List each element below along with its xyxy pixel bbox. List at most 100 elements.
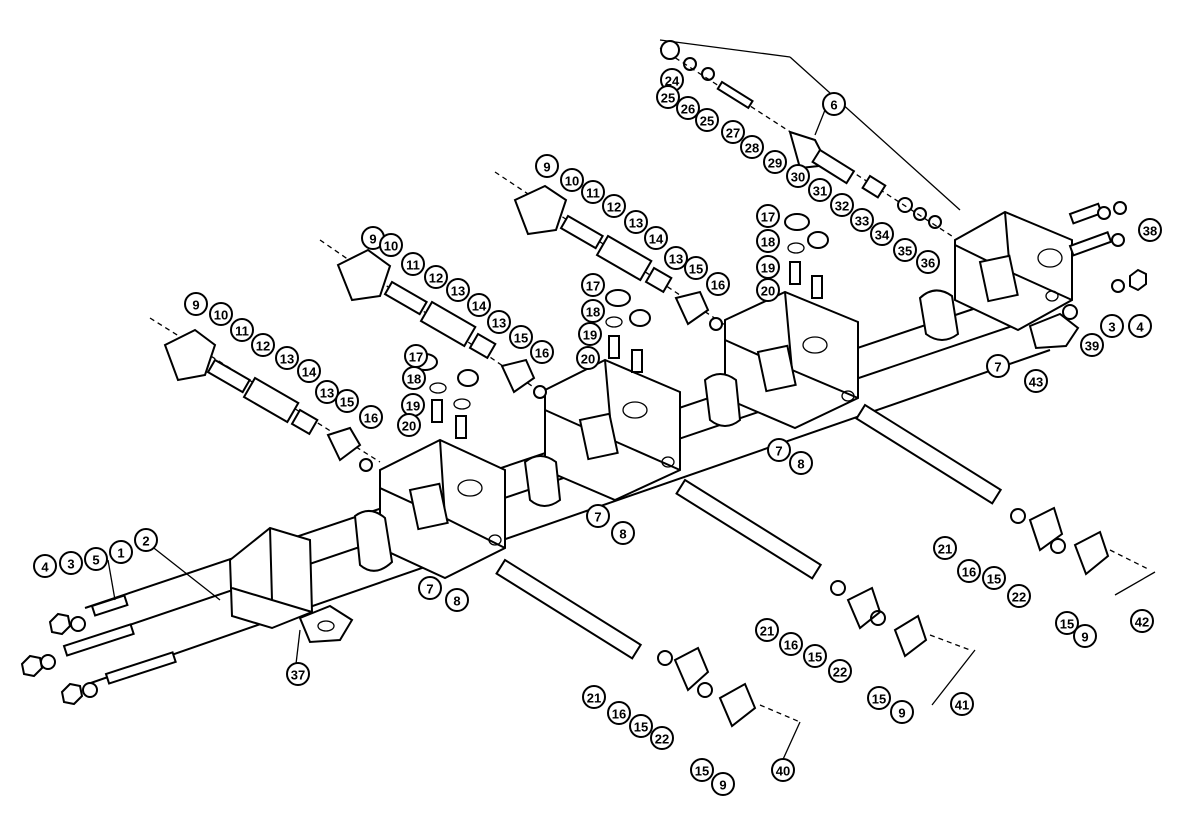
callout-c9s1: 9 <box>184 292 208 316</box>
callout-c30: 30 <box>786 164 810 188</box>
callout-c14s2: 14 <box>467 293 491 317</box>
callout-circle <box>822 92 846 116</box>
callout-c17s4: 17 <box>756 204 780 228</box>
end-cap-left <box>228 526 354 644</box>
callout-label: 9 <box>1081 630 1088 645</box>
callout-label: 13 <box>451 284 465 299</box>
callout-label: 15 <box>1060 617 1074 632</box>
callout-circle <box>602 194 626 218</box>
callout-circle <box>315 380 339 404</box>
callout-c14s1: 14 <box>297 359 321 383</box>
callout-circle <box>251 333 275 357</box>
callout-circle <box>611 521 635 545</box>
callout-c5l: 5 <box>84 547 108 571</box>
right-fittings <box>1062 201 1147 320</box>
callout-circle <box>581 180 605 204</box>
callout-circle <box>1100 314 1124 338</box>
callout-label: 12 <box>607 200 621 215</box>
callout-label: 15 <box>689 262 703 277</box>
callout-circle <box>644 226 668 250</box>
callout-circle <box>740 135 764 159</box>
callout-label: 9 <box>898 706 905 721</box>
callout-label: 1 <box>117 546 124 561</box>
callout-label: 13 <box>629 216 643 231</box>
callout-c4r: 4 <box>1128 314 1152 338</box>
callout-c10s1: 10 <box>209 302 233 326</box>
callout-c22l: 22 <box>650 726 674 750</box>
callout-label: 19 <box>406 399 420 414</box>
callout-label: 25 <box>661 91 675 106</box>
callout-label: 40 <box>776 764 790 779</box>
lower-spool-left <box>495 558 801 728</box>
callout-c3l: 3 <box>59 551 83 575</box>
callout-label: 39 <box>1085 339 1099 354</box>
callout-circle <box>624 210 648 234</box>
callout-c15s1: 15 <box>335 389 359 413</box>
callout-label: 13 <box>320 386 334 401</box>
callout-circle <box>1024 369 1048 393</box>
callout-c25a: 25 <box>656 85 680 109</box>
callout-label: 8 <box>619 527 626 542</box>
callout-c20s1: 20 <box>397 413 421 437</box>
callout-label: 35 <box>898 244 912 259</box>
callout-circle <box>664 246 688 270</box>
callout-circle <box>33 554 57 578</box>
callout-circle <box>950 692 974 716</box>
callout-circle <box>721 120 745 144</box>
callout-c41: 41 <box>950 692 974 716</box>
callout-label: 31 <box>813 184 827 199</box>
callout-circle <box>286 662 310 686</box>
callout-circle <box>676 96 700 120</box>
callout-circle <box>690 758 714 782</box>
callout-label: 15 <box>340 395 354 410</box>
callout-circle <box>209 302 233 326</box>
callout-circle <box>467 293 491 317</box>
callout-c43: 43 <box>1024 369 1048 393</box>
callout-circle <box>424 265 448 289</box>
callout-label: 9 <box>543 160 550 175</box>
callout-c21c: 21 <box>755 618 779 642</box>
callout-circle <box>706 272 730 296</box>
callout-label: 8 <box>797 457 804 472</box>
callout-circle <box>867 686 891 710</box>
callout-label: 16 <box>784 638 798 653</box>
callout-circle <box>109 540 133 564</box>
callout-circle <box>890 700 914 724</box>
callout-circle <box>850 208 874 232</box>
callout-circle <box>1007 584 1031 608</box>
callout-c19s1: 19 <box>401 393 425 417</box>
callout-c27: 27 <box>721 120 745 144</box>
callout-c22r: 22 <box>1007 584 1031 608</box>
callout-label: 6 <box>830 98 837 113</box>
callout-c16s3: 16 <box>706 272 730 296</box>
callout-label: 14 <box>302 365 317 380</box>
callout-circle <box>359 405 383 429</box>
callout-label: 25 <box>700 114 714 129</box>
callout-c10s2: 10 <box>379 233 403 257</box>
callout-label: 17 <box>586 279 600 294</box>
callout-circle <box>957 559 981 583</box>
callout-label: 7 <box>994 360 1001 375</box>
lower-spool-right <box>855 403 1151 576</box>
check-valve-right <box>784 213 829 299</box>
spool-assembly-1 <box>149 317 381 472</box>
callout-c22c: 22 <box>828 659 852 683</box>
callout-c7r: 7 <box>986 354 1010 378</box>
callout-label: 21 <box>760 624 774 639</box>
callout-label: 9 <box>719 778 726 793</box>
callout-circle <box>933 536 957 560</box>
callout-c15s2: 15 <box>509 325 533 349</box>
callout-label: 21 <box>938 542 952 557</box>
callout-label: 13 <box>492 316 506 331</box>
callout-c20s3: 20 <box>576 346 600 370</box>
callout-circle <box>84 547 108 571</box>
callout-circle <box>1080 333 1104 357</box>
callout-label: 18 <box>761 235 775 250</box>
callout-circle <box>487 310 511 334</box>
callout-label: 5 <box>92 553 99 568</box>
callout-c21l: 21 <box>582 685 606 709</box>
callout-label: 27 <box>726 126 740 141</box>
callout-label: 19 <box>583 328 597 343</box>
callout-c34: 34 <box>870 222 894 246</box>
callout-label: 15 <box>808 650 822 665</box>
